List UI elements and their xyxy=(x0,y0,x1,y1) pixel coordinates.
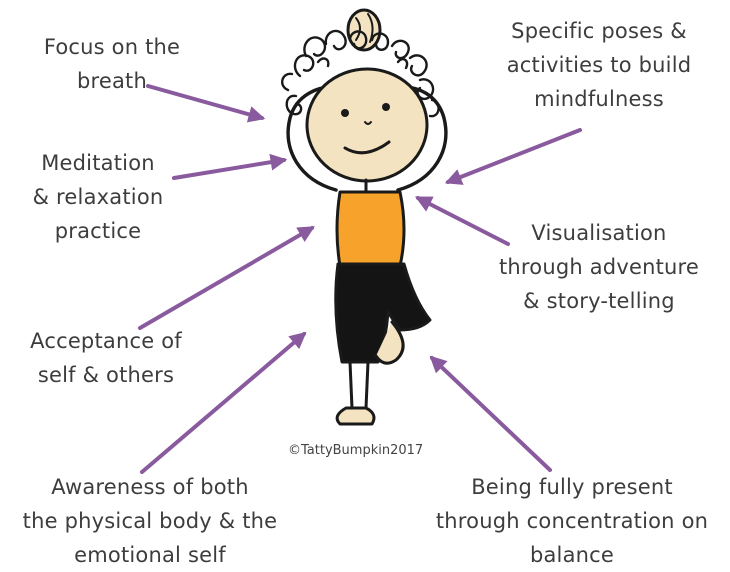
label-line: Awareness of both xyxy=(0,470,300,504)
copyright-text: ©TattyBumpkin2017 xyxy=(288,443,423,458)
label-line: breath xyxy=(22,64,202,98)
label-awareness: Awareness of both the physical body & th… xyxy=(0,470,300,572)
label-line: Meditation xyxy=(8,146,188,180)
label-visualisation: Visualisation through adventure & story-… xyxy=(476,216,722,318)
label-line: through concentration on xyxy=(418,504,726,538)
label-line: through adventure xyxy=(476,250,722,284)
label-line: & relaxation xyxy=(8,180,188,214)
label-line: balance xyxy=(418,538,726,572)
label-line: self & others xyxy=(8,358,204,392)
label-meditation: Meditation & relaxation practice xyxy=(8,146,188,248)
label-line: Visualisation xyxy=(476,216,722,250)
label-focus-breath: Focus on the breath xyxy=(22,30,202,98)
label-line: emotional self xyxy=(0,538,300,572)
label-being-present: Being fully present through concentratio… xyxy=(418,470,726,572)
label-line: Being fully present xyxy=(418,470,726,504)
label-specific-poses: Specific poses & activities to build min… xyxy=(476,14,722,116)
label-acceptance: Acceptance of self & others xyxy=(8,324,204,392)
label-line: Focus on the xyxy=(22,30,202,64)
label-line: mindfulness xyxy=(476,82,722,116)
arrow-meditation xyxy=(174,160,284,178)
label-line: the physical body & the xyxy=(0,504,300,538)
arrow-specific-poses xyxy=(448,130,580,182)
arrow-being-present xyxy=(432,358,550,470)
label-line: practice xyxy=(8,214,188,248)
label-line: activities to build xyxy=(476,48,722,82)
label-line: & story-telling xyxy=(476,284,722,318)
child-tree-pose-icon xyxy=(282,10,446,424)
label-line: Specific poses & xyxy=(476,14,722,48)
label-line: Acceptance of xyxy=(8,324,204,358)
